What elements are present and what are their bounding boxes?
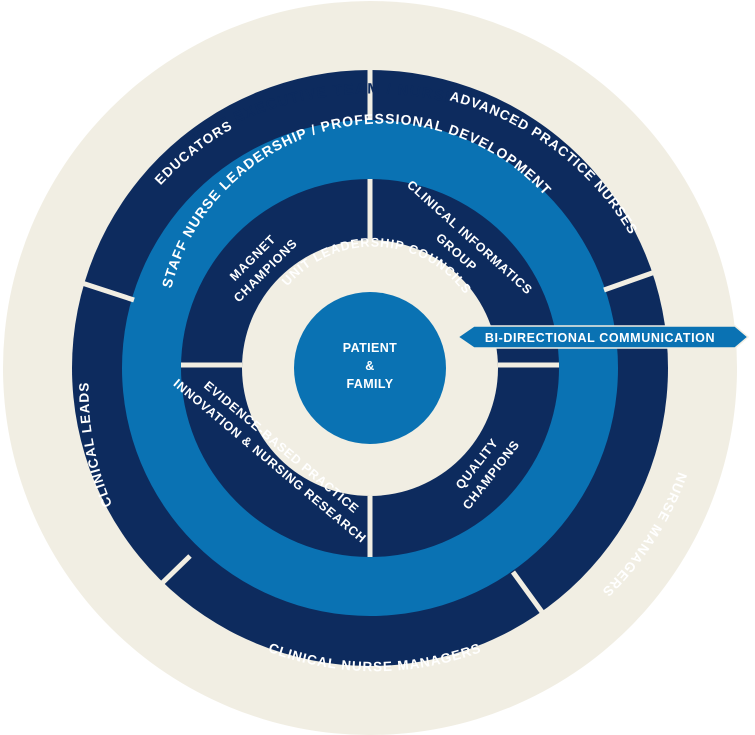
inner-ring-dividers xyxy=(181,179,559,557)
center-line-family: FAMILY xyxy=(346,377,393,391)
bi-directional-communication-label: BI-DIRECTIONAL COMMUNICATION xyxy=(485,331,715,345)
center-line-ampersand: & xyxy=(365,359,374,373)
patient-family-center xyxy=(294,292,446,444)
center-line-patient: PATIENT xyxy=(343,341,397,355)
bi-directional-arrow xyxy=(456,325,750,349)
navy-ring-dividers xyxy=(81,70,656,614)
